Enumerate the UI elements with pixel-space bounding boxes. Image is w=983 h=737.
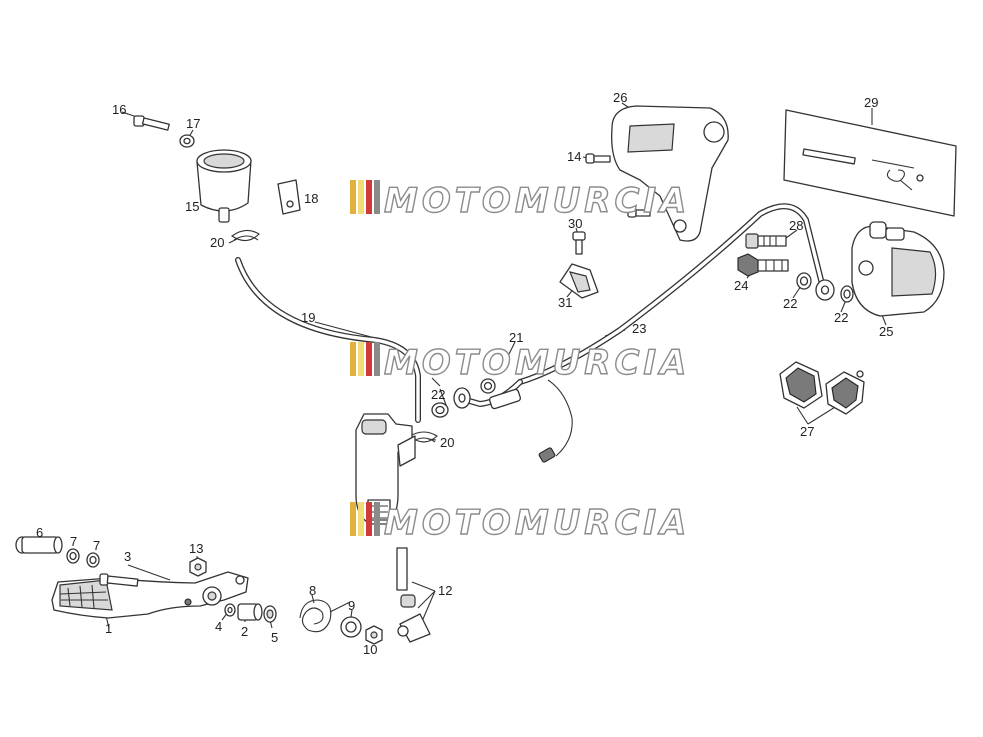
- stop-switch-wire: [538, 379, 573, 463]
- master-cyl-banjo-washer: [480, 378, 496, 394]
- label-29: 29: [864, 95, 878, 110]
- rear-brake-caliper: [851, 221, 945, 317]
- hose-clamp-upper: [231, 229, 260, 242]
- label-10: 10: [363, 642, 377, 657]
- caliper-washer-left: [796, 272, 812, 290]
- label-12: 12: [438, 583, 452, 598]
- bracket-bolt-b: [627, 207, 651, 218]
- svg-text:MOTOMURCIA: MOTOMURCIA: [384, 503, 690, 543]
- label-18: 18: [304, 191, 318, 206]
- master-cylinder-pushrod: [396, 547, 431, 643]
- label-28: 28: [789, 218, 803, 233]
- label-14: 14: [567, 149, 581, 164]
- label-15: 15: [185, 199, 199, 214]
- label-7a: 7: [70, 534, 77, 549]
- label-20a: 20: [210, 235, 224, 250]
- label-22c: 22: [834, 310, 848, 325]
- label-19: 19: [301, 310, 315, 325]
- pedal-lock-nut: [365, 625, 383, 645]
- banjo-bolt: [737, 253, 789, 277]
- label-5: 5: [271, 630, 278, 645]
- label-16: 16: [112, 102, 126, 117]
- caliper-brake-hose: [453, 203, 835, 410]
- watermark-top: MOTOMURCIA: [350, 180, 690, 222]
- label-13: 13: [189, 541, 203, 556]
- pedal-nut: [189, 557, 207, 577]
- pedal-large-washer: [340, 616, 362, 638]
- hose-holder-clip: [559, 263, 599, 299]
- label-31: 31: [558, 295, 572, 310]
- brake-pads: [779, 361, 865, 415]
- pedal-pivot-bolt: [15, 536, 63, 554]
- label-22a: 22: [431, 387, 445, 402]
- reservoir-hose: [235, 257, 421, 423]
- reservoir-bracket: [277, 179, 301, 215]
- watermark-bottom: MOTOMURCIA: [350, 502, 690, 544]
- banjo-washer-left: [431, 402, 449, 418]
- pedal-washer-a: [66, 548, 80, 564]
- clip-screw: [572, 231, 586, 255]
- caliper-bracket: [611, 105, 729, 242]
- label-17: 17: [186, 116, 200, 131]
- brake-fluid-reservoir: [196, 149, 252, 223]
- part-labels: 1 2 3 4 5 6 7 7 8 9 10 12 13 14 15 16 17…: [36, 90, 893, 657]
- reservoir-washer: [179, 134, 195, 148]
- pedal-bushing: [237, 603, 263, 621]
- caliper-washer-right: [840, 285, 854, 303]
- bracket-bolt: [585, 153, 611, 164]
- label-23: 23: [632, 321, 646, 336]
- rear-master-cylinder: [355, 413, 416, 525]
- pedal-small-washer: [224, 603, 236, 617]
- label-26: 26: [613, 90, 627, 105]
- label-24: 24: [734, 278, 748, 293]
- bleed-valve: [745, 233, 787, 249]
- label-1: 1: [105, 621, 112, 636]
- label-22b: 22: [783, 296, 797, 311]
- svg-text:MOTOMURCIA: MOTOMURCIA: [384, 181, 690, 221]
- pad-pin-kit-box: [783, 109, 957, 217]
- label-21: 21: [509, 330, 523, 345]
- brake-pedal: [51, 571, 249, 619]
- label-3: 3: [124, 549, 131, 564]
- pedal-spacer: [263, 605, 277, 623]
- label-6: 6: [36, 525, 43, 540]
- label-9: 9: [348, 598, 355, 613]
- label-7b: 7: [93, 538, 100, 553]
- label-4: 4: [215, 619, 222, 634]
- label-27: 27: [800, 424, 814, 439]
- pedal-washer-b: [86, 552, 100, 568]
- reservoir-bolt: [133, 115, 170, 131]
- pedal-bolt: [99, 573, 139, 587]
- label-20b: 20: [440, 435, 454, 450]
- pedal-return-spring: [299, 599, 351, 633]
- watermark-middle: MOTOMURCIA: [350, 342, 690, 384]
- label-25: 25: [879, 324, 893, 339]
- label-8: 8: [309, 583, 316, 598]
- label-30: 30: [568, 216, 582, 231]
- label-2: 2: [241, 624, 248, 639]
- svg-text:MOTOMURCIA: MOTOMURCIA: [384, 343, 690, 383]
